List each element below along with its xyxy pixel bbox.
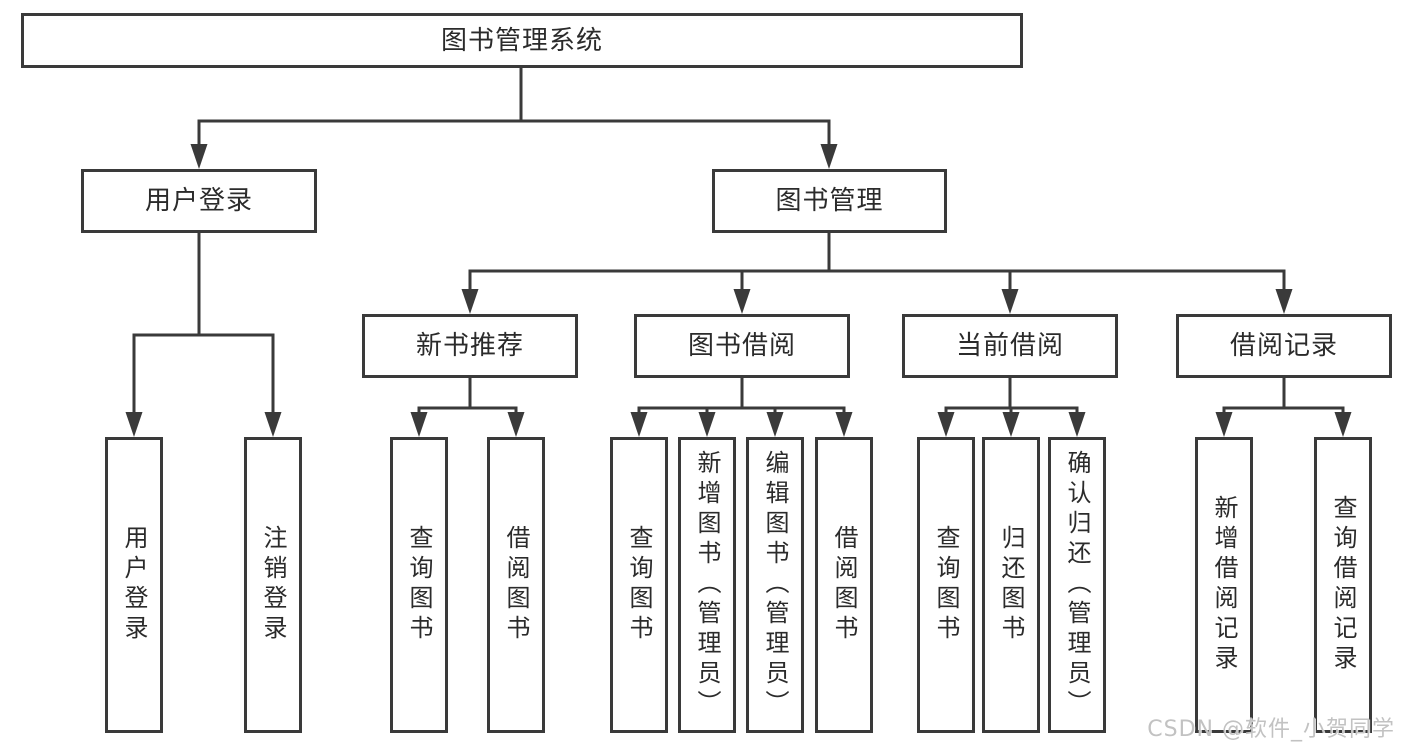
node-current-borrowing: 当前借阅 [902, 314, 1118, 378]
node-borrowing-records-label: 借阅记录 [1229, 331, 1338, 361]
leaf-query-books-current-label: 查询图书 [932, 525, 960, 645]
leaf-query-books-borrowing: 查询图书 [610, 437, 668, 733]
leaf-borrow-books-borrowing-label: 借阅图书 [830, 525, 858, 645]
leaf-logout: 注销登录 [244, 437, 302, 733]
leaf-borrow-books-borrowing: 借阅图书 [815, 437, 873, 733]
node-book-borrowing-label: 图书借阅 [687, 331, 796, 361]
leaf-borrow-books-recommend: 借阅图书 [487, 437, 545, 733]
node-library-management-system: 图书管理系统 [21, 13, 1023, 68]
leaf-logout-label: 注销登录 [259, 525, 287, 645]
leaf-edit-books-admin-label: 编辑图书（管理员） [761, 450, 789, 720]
node-book-management-label: 图书管理 [775, 186, 884, 216]
node-borrowing-records: 借阅记录 [1176, 314, 1392, 378]
node-new-book-recommend: 新书推荐 [362, 314, 578, 378]
leaf-query-books-current: 查询图书 [917, 437, 975, 733]
leaf-add-books-admin-label: 新增图书（管理员） [693, 450, 721, 720]
node-new-book-recommend-label: 新书推荐 [415, 331, 524, 361]
leaf-edit-books-admin: 编辑图书（管理员） [746, 437, 804, 733]
leaf-return-books: 归还图书 [982, 437, 1040, 733]
leaf-add-books-admin: 新增图书（管理员） [678, 437, 736, 733]
leaf-query-books-recommend-label: 查询图书 [405, 525, 433, 645]
node-library-management-system-label: 图书管理系统 [440, 25, 603, 56]
leaf-query-borrow-record-label: 查询借阅记录 [1329, 495, 1357, 675]
node-user-login-label: 用户登录 [144, 186, 253, 216]
watermark-text: CSDN @软件_小贺同学 [1147, 717, 1395, 742]
node-book-management: 图书管理 [712, 169, 947, 233]
node-current-borrowing-label: 当前借阅 [955, 331, 1064, 361]
leaf-query-books-borrowing-label: 查询图书 [625, 525, 653, 645]
leaf-query-books-recommend: 查询图书 [390, 437, 448, 733]
leaf-return-books-label: 归还图书 [997, 525, 1025, 645]
leaf-confirm-return-admin-label: 确认归还（管理员） [1063, 450, 1091, 720]
node-user-login: 用户登录 [81, 169, 317, 233]
leaf-user-login-label: 用户登录 [120, 525, 148, 645]
leaf-add-borrow-record: 新增借阅记录 [1195, 437, 1253, 733]
leaf-user-login: 用户登录 [105, 437, 163, 733]
leaf-borrow-books-recommend-label: 借阅图书 [502, 525, 530, 645]
node-book-borrowing: 图书借阅 [634, 314, 850, 378]
leaf-add-borrow-record-label: 新增借阅记录 [1210, 495, 1238, 675]
leaf-query-borrow-record: 查询借阅记录 [1314, 437, 1372, 733]
leaf-confirm-return-admin: 确认归还（管理员） [1048, 437, 1106, 733]
